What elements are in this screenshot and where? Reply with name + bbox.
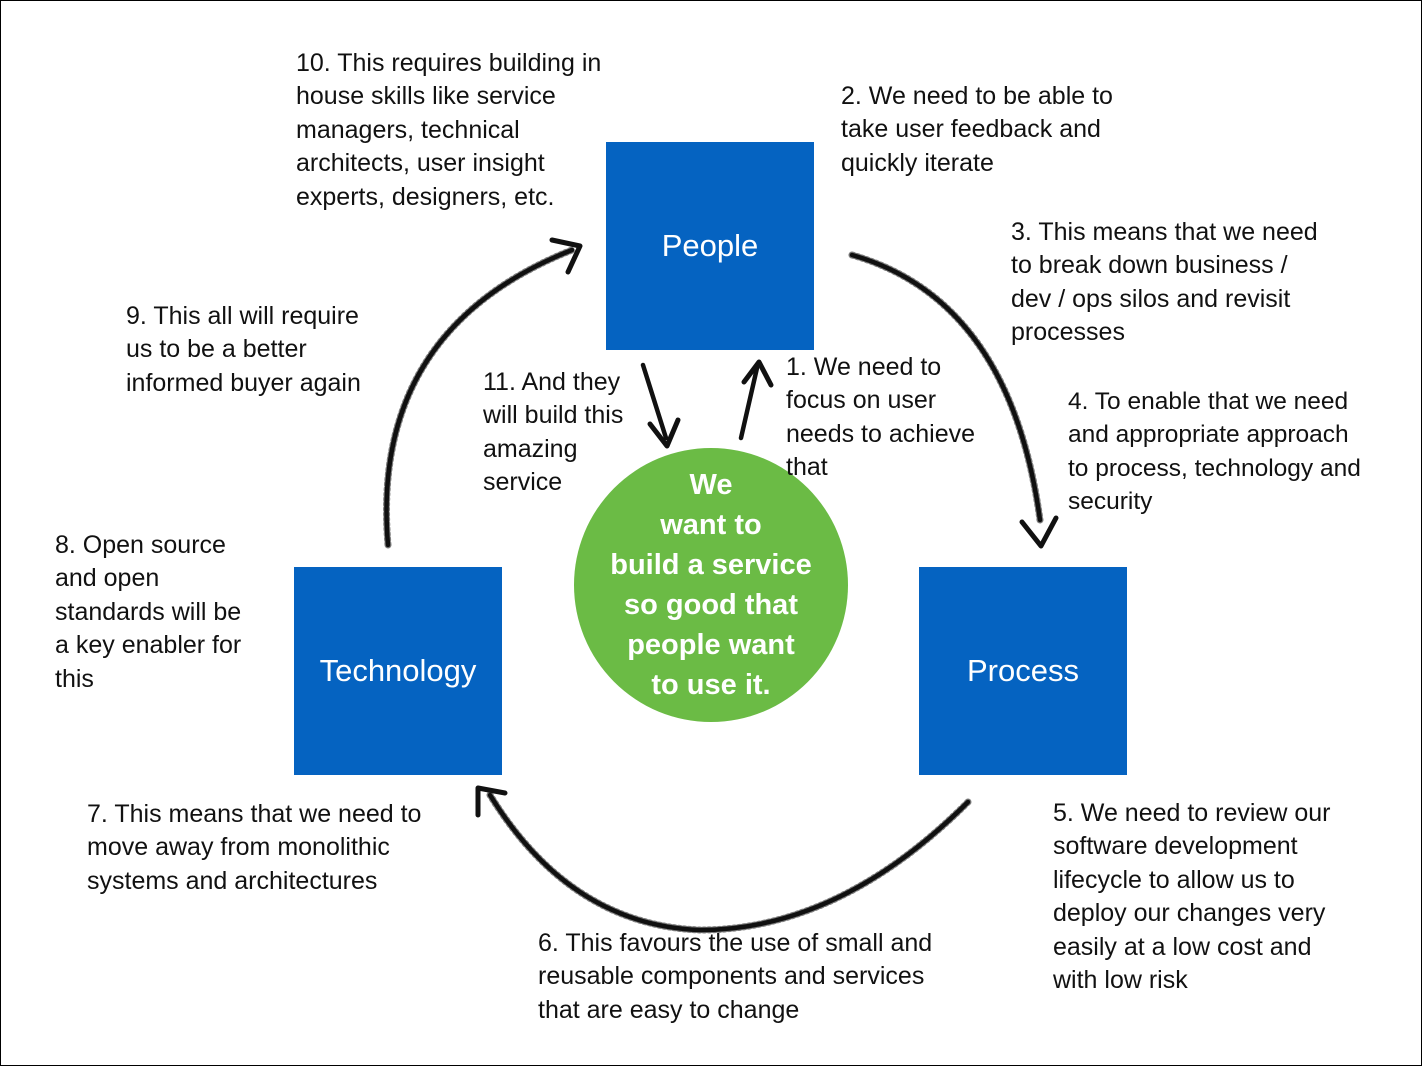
- arrowhead-technology: [475, 785, 508, 818]
- note-11: 11. And they will build this amazing ser…: [483, 368, 624, 497]
- node-people: People: [606, 142, 814, 350]
- note-5: 5. We need to review our software develo…: [1053, 799, 1331, 995]
- note-2: 2. We need to be able to take user feedb…: [841, 82, 1113, 177]
- note-3: 3. This means that we need to break down…: [1011, 218, 1318, 347]
- arrowhead-center: [647, 417, 681, 449]
- note-9: 9. This all will require us to be a bett…: [126, 302, 361, 397]
- note-7: 7. This means that we need to move away …: [87, 800, 422, 895]
- note-10: 10. This requires building in house skil…: [296, 49, 602, 211]
- arrowhead-process: [1019, 515, 1059, 549]
- node-technology-label: Technology: [319, 653, 477, 688]
- arrow-process-to-technology-hatch: [486, 791, 972, 934]
- node-process: Process: [919, 567, 1127, 775]
- node-process-label: Process: [967, 653, 1079, 688]
- center-goal-text: We want to build a service so good that …: [610, 469, 812, 701]
- arrow-people-to-center: [640, 362, 669, 441]
- note-4: 4. To enable that we need and appropriat…: [1068, 388, 1361, 516]
- note-8: 8. Open source and open standards will b…: [55, 531, 242, 693]
- node-technology: Technology: [294, 567, 502, 775]
- arrowhead-people-small: [741, 359, 774, 388]
- arrowhead-people: [549, 237, 583, 275]
- note-6: 6. This favours the use of small and reu…: [538, 929, 933, 1024]
- center-goal-circle: We want to build a service so good that …: [574, 448, 848, 722]
- node-people-label: People: [661, 228, 759, 263]
- arrow-center-to-people: [738, 365, 760, 441]
- arrow-people-to-process-hatch: [848, 251, 1044, 524]
- note-1: 1. We need to focus on user needs to ach…: [786, 353, 976, 482]
- arrow-technology-to-people-hatch: [383, 246, 576, 549]
